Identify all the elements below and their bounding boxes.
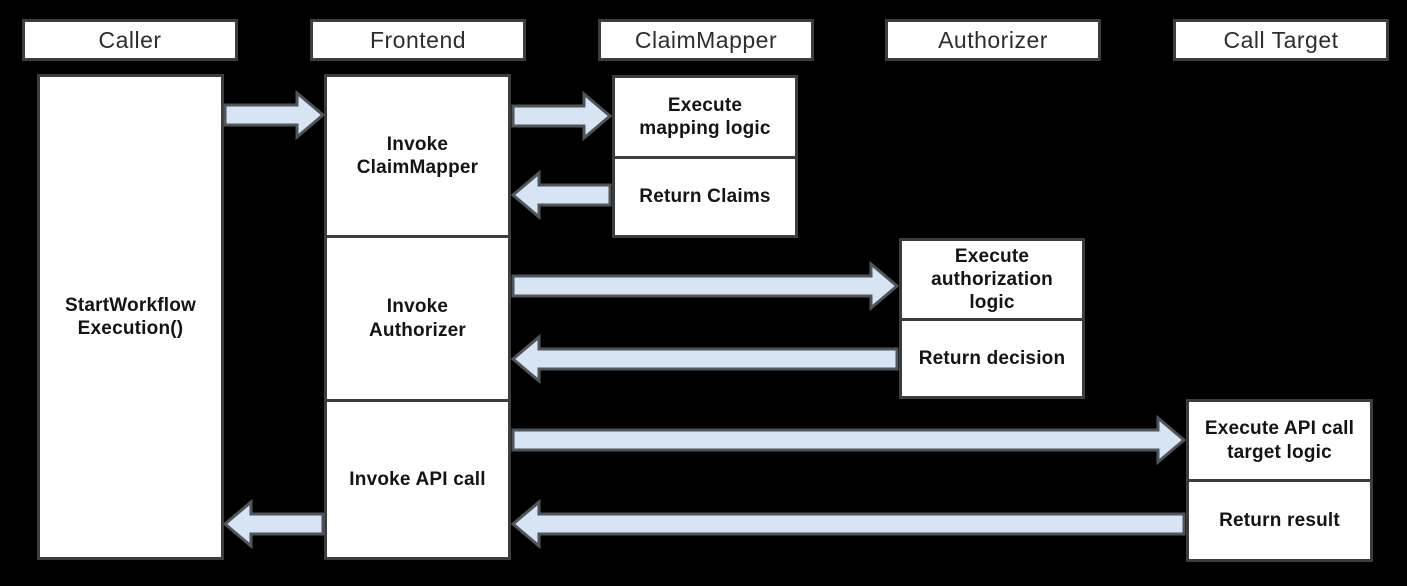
arrow-claimmapper-to-frontend-icon — [511, 170, 612, 220]
arrow-calltarget-to-frontend-icon — [511, 499, 1186, 549]
activation-calltarget-stack: Execute API call target logic Return res… — [1186, 399, 1373, 562]
step-return-claims: Return Claims — [615, 156, 795, 235]
step-return-decision: Return decision — [902, 318, 1082, 396]
lifeline-header-frontend: Frontend — [310, 19, 526, 61]
step-invoke-api-call: Invoke API call — [327, 399, 508, 557]
step-label: Invoke ClaimMapper — [356, 133, 479, 178]
arrow-caller-to-frontend-icon — [223, 90, 325, 140]
arrow-authorizer-to-frontend-icon — [511, 334, 899, 384]
lifeline-header-calltarget: Call Target — [1173, 19, 1389, 61]
lifeline-label: ClaimMapper — [634, 26, 778, 53]
lifeline-header-claimmapper: ClaimMapper — [598, 19, 814, 61]
step-label: StartWorkflow Execution() — [64, 294, 197, 339]
step-label: Execute API call target logic — [1204, 418, 1355, 463]
step-invoke-claimmapper: Invoke ClaimMapper — [327, 77, 508, 235]
step-execute-api-call-target-logic: Execute API call target logic — [1189, 402, 1370, 479]
arrow-frontend-to-calltarget-icon — [511, 415, 1186, 465]
step-label: Execute mapping logic — [639, 94, 771, 139]
step-execute-authorization-logic: Execute authorization logic — [902, 241, 1082, 318]
arrow-frontend-to-caller-icon — [223, 499, 325, 549]
step-label: Execute authorization logic — [931, 245, 1053, 314]
step-return-result: Return result — [1189, 479, 1370, 559]
step-label: Return Claims — [639, 186, 771, 208]
step-label: Return result — [1219, 509, 1340, 531]
activation-frontend-stack: Invoke ClaimMapper Invoke Authorizer Inv… — [324, 74, 511, 560]
step-invoke-authorizer: Invoke Authorizer — [327, 235, 508, 399]
lifeline-label: Caller — [98, 26, 162, 53]
activation-caller-startworkflow: StartWorkflow Execution() — [37, 74, 224, 560]
arrow-frontend-to-authorizer-icon — [511, 261, 899, 311]
step-label: Invoke Authorizer — [369, 296, 466, 341]
activation-claimmapper-stack: Execute mapping logic Return Claims — [612, 75, 798, 238]
lifeline-label: Call Target — [1223, 26, 1339, 53]
lifeline-header-authorizer: Authorizer — [885, 19, 1101, 61]
step-execute-mapping-logic: Execute mapping logic — [615, 78, 795, 156]
lifeline-label: Frontend — [369, 26, 467, 53]
step-label: Invoke API call — [349, 468, 486, 490]
lifeline-label: Authorizer — [938, 26, 1048, 53]
arrow-frontend-to-claimmapper-icon — [511, 91, 612, 141]
activation-authorizer-stack: Execute authorization logic Return decis… — [899, 238, 1085, 399]
lifeline-header-caller: Caller — [22, 19, 238, 61]
step-label: Return decision — [918, 347, 1066, 369]
